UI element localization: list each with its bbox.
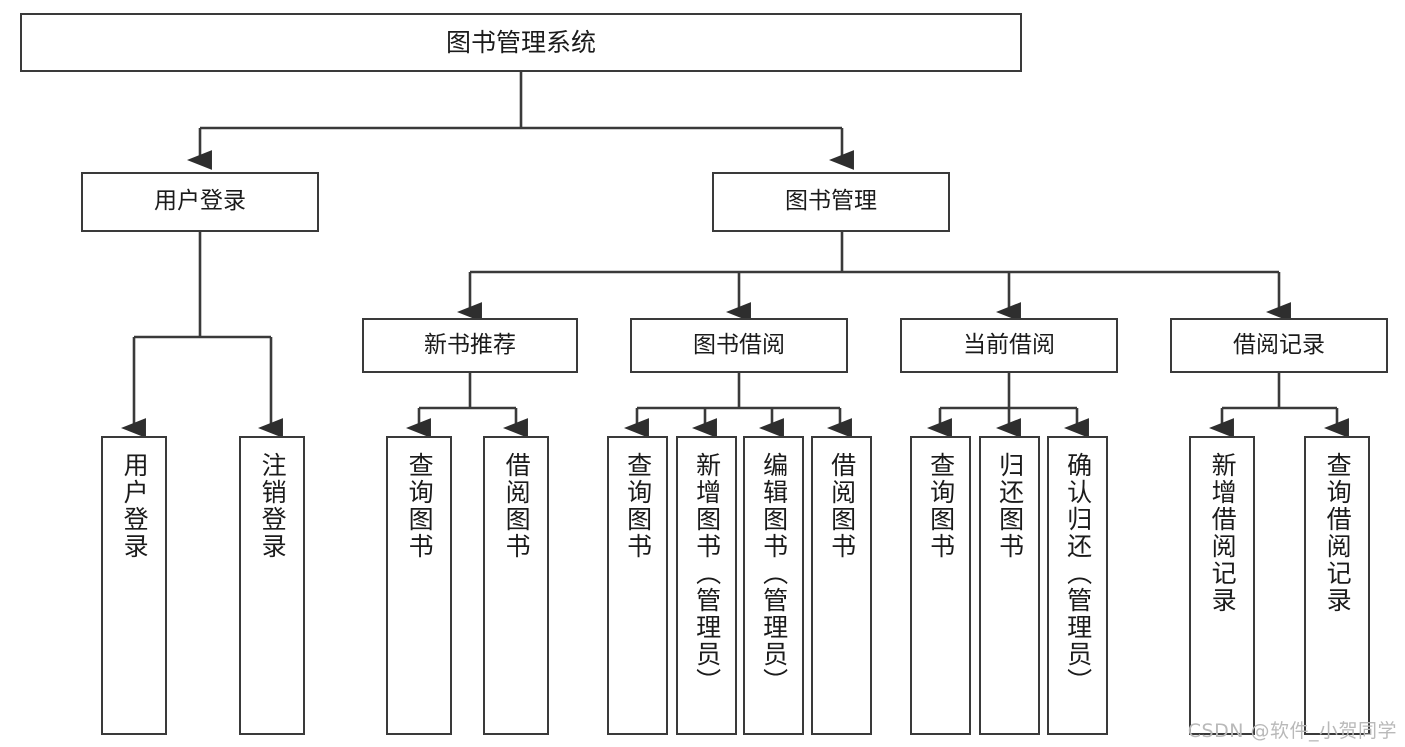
node-leaf-query-book-3[interactable]: 查询图书 <box>910 436 971 735</box>
node-book-borrow[interactable]: 图书借阅 <box>630 318 848 373</box>
node-leaf-query-book-1[interactable]: 查询图书 <box>386 436 452 735</box>
node-new-book-recommend[interactable]: 新书推荐 <box>362 318 578 373</box>
csdn-watermark: CSDN @软件_小贺同学 <box>1187 720 1397 742</box>
node-leaf-query-book-2[interactable]: 查询图书 <box>607 436 668 735</box>
node-leaf-query-record[interactable]: 查询借阅记录 <box>1304 436 1370 735</box>
node-user-login[interactable]: 用户登录 <box>81 172 319 232</box>
node-leaf-confirm-return-label: 确认归还（管理员） <box>1063 452 1093 695</box>
node-leaf-query-book-3-label: 查询图书 <box>926 452 956 560</box>
node-leaf-add-book-label: 新增图书（管理员） <box>692 452 722 695</box>
node-book-manage-label: 图书管理 <box>785 188 877 215</box>
node-borrow-record-label: 借阅记录 <box>1233 331 1325 358</box>
node-leaf-borrow-book-2-label: 借阅图书 <box>827 452 857 560</box>
node-leaf-add-book[interactable]: 新增图书（管理员） <box>676 436 737 735</box>
node-leaf-return-book[interactable]: 归还图书 <box>979 436 1040 735</box>
node-book-manage[interactable]: 图书管理 <box>712 172 950 232</box>
node-book-borrow-label: 图书借阅 <box>693 331 785 358</box>
node-new-book-recommend-label: 新书推荐 <box>424 331 516 358</box>
node-user-login-label: 用户登录 <box>154 188 246 215</box>
node-leaf-logout-login[interactable]: 注销登录 <box>239 436 305 735</box>
node-leaf-query-book-1-label: 查询图书 <box>405 452 435 560</box>
node-current-borrow-label: 当前借阅 <box>963 331 1055 358</box>
node-leaf-user-login[interactable]: 用户登录 <box>101 436 167 735</box>
node-root[interactable]: 图书管理系统 <box>20 13 1022 72</box>
node-leaf-edit-book-label: 编辑图书（管理员） <box>759 452 789 695</box>
node-leaf-borrow-book-1-label: 借阅图书 <box>502 452 532 560</box>
node-leaf-edit-book[interactable]: 编辑图书（管理员） <box>743 436 804 735</box>
node-leaf-return-book-label: 归还图书 <box>995 452 1025 560</box>
node-leaf-query-book-2-label: 查询图书 <box>623 452 653 560</box>
node-borrow-record[interactable]: 借阅记录 <box>1170 318 1388 373</box>
node-current-borrow[interactable]: 当前借阅 <box>900 318 1118 373</box>
node-leaf-logout-login-label: 注销登录 <box>258 452 288 560</box>
node-leaf-add-record[interactable]: 新增借阅记录 <box>1189 436 1255 735</box>
node-leaf-query-record-label: 查询借阅记录 <box>1323 452 1353 614</box>
node-leaf-borrow-book-1[interactable]: 借阅图书 <box>483 436 549 735</box>
node-leaf-user-login-label: 用户登录 <box>120 452 150 560</box>
node-leaf-add-record-label: 新增借阅记录 <box>1208 452 1238 614</box>
node-leaf-borrow-book-2[interactable]: 借阅图书 <box>811 436 872 735</box>
node-leaf-confirm-return[interactable]: 确认归还（管理员） <box>1047 436 1108 735</box>
node-root-label: 图书管理系统 <box>445 27 596 57</box>
